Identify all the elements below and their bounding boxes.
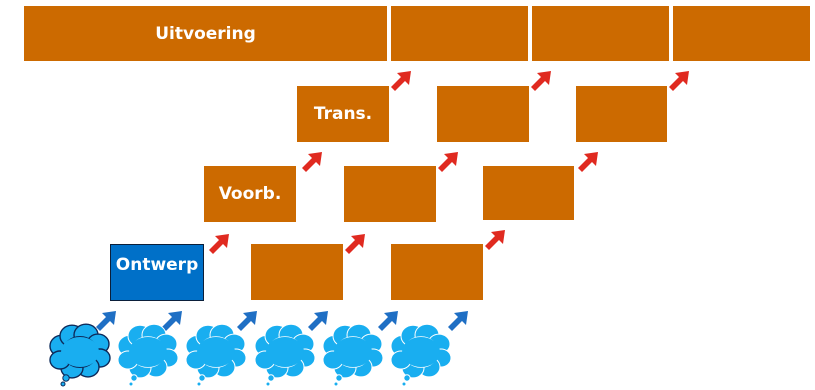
stage-box-ontwerp-3 xyxy=(391,244,483,300)
stage-label-trans: Trans. xyxy=(313,104,373,124)
arrow-up-right-icon xyxy=(302,152,322,172)
arrow-up-right-icon xyxy=(209,234,229,254)
stage-box-voorb-3 xyxy=(483,166,574,220)
stage-box-ontwerp: Ontwerp xyxy=(110,244,204,301)
stage-box-ontwerp-2 xyxy=(251,244,343,300)
thought-cloud-icon xyxy=(390,323,452,387)
stage-box-uitvoering: Uitvoering xyxy=(24,6,387,61)
stage-box-trans-3 xyxy=(576,86,667,142)
stage-label-ontwerp: Ontwerp xyxy=(115,255,199,275)
arrow-up-right-icon xyxy=(669,71,689,91)
arrow-up-right-icon xyxy=(448,311,468,331)
red-arrows xyxy=(209,71,689,254)
thought-cloud-icon xyxy=(117,323,179,387)
arrow-up-right-icon xyxy=(531,71,551,91)
arrow-up-right-icon xyxy=(162,311,182,331)
arrow-up-right-icon xyxy=(485,230,505,250)
stage-box-voorb-2 xyxy=(344,166,436,222)
thought-cloud-icon xyxy=(49,323,111,387)
arrow-up-right-icon xyxy=(345,234,365,254)
stage-box-uitvoering-2 xyxy=(391,6,528,61)
thought-cloud-icon xyxy=(322,323,384,387)
arrow-up-right-icon xyxy=(391,71,411,91)
thought-cloud-icon xyxy=(185,323,247,387)
arrow-up-right-icon xyxy=(438,152,458,172)
thought-cloud-icon xyxy=(254,323,316,387)
arrow-up-right-icon xyxy=(578,152,598,172)
stage-label-voorb: Voorb. xyxy=(218,184,282,204)
stage-box-trans: Trans. xyxy=(297,86,389,142)
stage-box-voorb: Voorb. xyxy=(204,166,296,222)
stage-box-uitvoering-3 xyxy=(532,6,669,61)
stage-label-uitvoering: Uitvoering xyxy=(155,23,256,44)
stage-box-trans-2 xyxy=(437,86,529,142)
arrow-up-right-icon xyxy=(237,311,257,331)
arrow-up-right-icon xyxy=(308,311,328,331)
thought-clouds xyxy=(49,323,452,387)
arrow-up-right-icon xyxy=(378,311,398,331)
arrow-up-right-icon xyxy=(96,311,116,331)
stage-box-uitvoering-4 xyxy=(673,6,810,61)
